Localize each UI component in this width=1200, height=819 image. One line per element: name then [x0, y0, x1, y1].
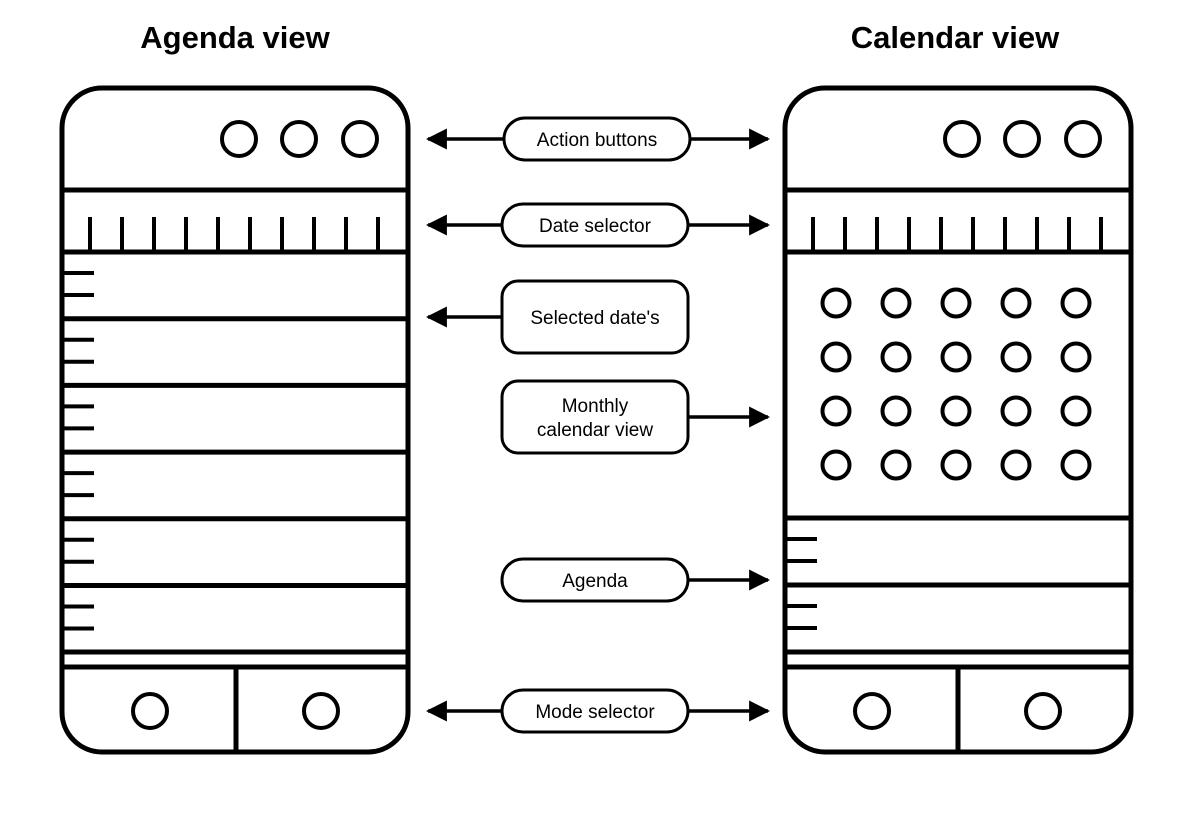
agenda-date-selector [88, 217, 380, 252]
label-agenda: Agenda [500, 557, 771, 603]
agenda-action-buttons [220, 120, 379, 158]
calendar-day-3-1 [820, 395, 852, 427]
calendar-day-1-2 [880, 287, 912, 319]
calendar-agenda-row-2 [787, 604, 817, 630]
calendar-day-2-1 [820, 341, 852, 373]
label-mode-selector: Mode selector [425, 688, 771, 734]
calendar-agenda-row-1 [785, 537, 1133, 588]
calendar-date-selector [811, 217, 1103, 252]
agenda-mode-button-agenda [131, 692, 169, 730]
mode-selector-box [500, 688, 690, 734]
calendar-day-4-3 [940, 449, 972, 481]
agenda-row-5 [62, 537, 410, 588]
calendar-action-button-2 [1003, 120, 1041, 158]
calendar-view-title: Calendar view [850, 20, 1060, 55]
monthly-calendar-grid [820, 287, 1092, 481]
mode-selector-text-line-1: Mode selector [535, 702, 655, 723]
calendar-day-4-2 [880, 449, 912, 481]
calendar-day-1-4 [1000, 287, 1032, 319]
calendar-action-button-1 [943, 120, 981, 158]
calendar-day-2-5 [1060, 341, 1092, 373]
calendar-mode-button-agenda [853, 692, 891, 730]
agenda-row-1 [62, 271, 410, 322]
monthly-calendar-view-box [500, 379, 690, 455]
action-buttons-text-line-1: Action buttons [537, 130, 657, 151]
agenda-action-button-1 [220, 120, 258, 158]
calendar-day-1-1 [820, 287, 852, 319]
label-action-buttons: Action buttons [425, 116, 771, 162]
agenda-text-line-1: Agenda [562, 571, 628, 592]
monthly-calendar-view-text-line-1: Monthly [562, 396, 629, 417]
selected-dates-text-line-1: Selected date's [530, 308, 659, 329]
calendar-agenda-list [785, 537, 1133, 630]
calendar-day-2-2 [880, 341, 912, 373]
calendar-day-3-5 [1060, 395, 1092, 427]
calendar-day-2-3 [940, 341, 972, 373]
calendar-day-4-5 [1060, 449, 1092, 481]
calendar-day-4-1 [820, 449, 852, 481]
calendar-mode-button-calendar [1024, 692, 1062, 730]
calendar-view-phone [782, 85, 1134, 755]
label-monthly-calendar-view: Monthly calendar view [500, 379, 771, 455]
calendar-day-3-3 [940, 395, 972, 427]
calendar-day-4-4 [1000, 449, 1032, 481]
agenda-row-4 [62, 471, 410, 522]
monthly-calendar-view-text-line-2: calendar view [537, 420, 653, 441]
action-buttons-box [502, 116, 692, 162]
calendar-day-1-5 [1060, 287, 1092, 319]
agenda-row-3 [62, 404, 410, 455]
label-selected-dates: Selected date's [425, 279, 690, 355]
calendar-day-3-4 [1000, 395, 1032, 427]
agenda-row-6 [64, 604, 94, 631]
agenda-view-phone [59, 85, 411, 755]
calendar-day-3-2 [880, 395, 912, 427]
calendar-action-buttons [943, 120, 1102, 158]
agenda-list [62, 271, 410, 631]
agenda-view-title: Agenda view [140, 20, 330, 55]
date-selector-box [500, 202, 690, 248]
selected-dates-box [500, 279, 690, 355]
agenda-mode-button-calendar [302, 692, 340, 730]
agenda-box [500, 557, 690, 603]
calendar-day-2-4 [1000, 341, 1032, 373]
agenda-action-button-3 [341, 120, 379, 158]
calendar-day-1-3 [940, 287, 972, 319]
date-selector-text-line-1: Date selector [539, 216, 652, 237]
calendar-action-button-3 [1064, 120, 1102, 158]
label-date-selector: Date selector [425, 202, 771, 248]
agenda-row-2 [62, 337, 410, 388]
agenda-action-button-2 [280, 120, 318, 158]
